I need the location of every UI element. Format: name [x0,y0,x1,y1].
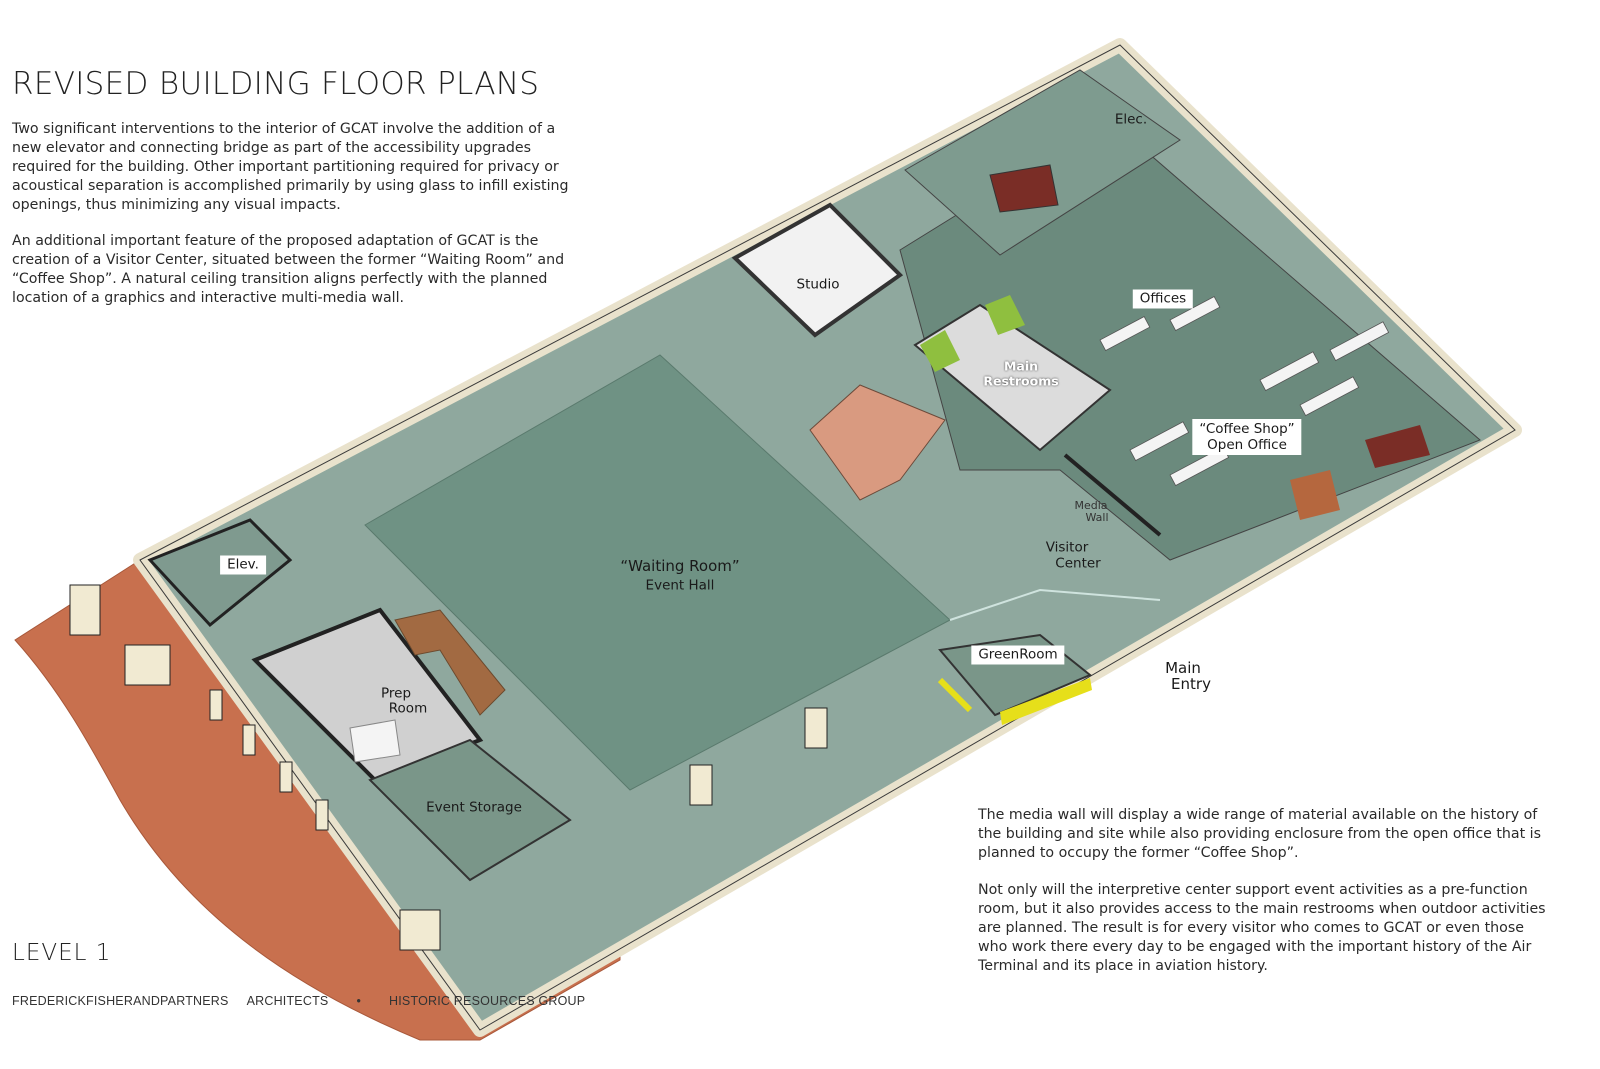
label-coffee-shop-line1: “Coffee Shop” [1199,421,1295,437]
label-media-wall-line2: Wall [1085,511,1109,524]
upper-offices [904,69,1181,256]
label-visitor-center-line1: Visitor [1045,539,1089,556]
firm-name: FREDERICKFISHERANDPARTNERS [12,994,229,1008]
credits-line: FREDERICKFISHERANDPARTNERS ARCHITECTS • … [12,994,585,1008]
event-storage-block [368,738,572,882]
label-media-wall-line1: Media [1074,499,1108,512]
label-green-room: GreenRoom [971,645,1065,665]
restrooms-block [913,303,1112,452]
label-waiting-room-line2: Event Hall [645,577,715,594]
credits-bullet: • [356,994,362,1008]
page-title: REVISED BUILDING FLOOR PLANS [12,66,540,102]
stair [809,384,946,501]
label-elec: Elec. [1114,111,1148,128]
label-prep-room-line1: Prep [380,685,412,702]
notes-paragraph-2: Not only will the interpretive center su… [978,882,1546,974]
label-restrooms-line2: Restrooms [983,373,1059,389]
intro-paragraph-1: Two significant interventions to the int… [12,121,569,213]
media-wall [1063,453,1162,537]
prep-room-block [251,607,484,783]
partner-name: HISTORIC RESOURCES GROUP [389,994,586,1008]
elevator-core [147,518,293,628]
label-studio: Studio [796,276,840,293]
label-visitor-center-line2: Center [1055,555,1101,572]
columns [69,584,828,951]
firm-role: ARCHITECTS [246,994,329,1008]
label-waiting-room-line1: “Waiting Room” [620,557,740,575]
label-elevator: Elev. [220,555,266,575]
intro-paragraph-2: An additional important feature of the p… [12,233,565,306]
label-coffee-shop-line2: Open Office [1207,437,1287,453]
studio-room [731,202,904,338]
label-main-entry-line2: Entry [1171,675,1211,693]
level-label: LEVEL 1 [12,940,112,966]
label-offices: Offices [1132,289,1194,309]
open-office-desks [1099,295,1390,487]
notes-paragraph-1: The media wall will display a wide range… [978,807,1542,861]
label-coffee-shop: “Coffee Shop” Open Office [1192,419,1302,455]
label-event-storage: Event Storage [426,799,522,816]
label-prep-room-line2: Room [388,700,428,717]
label-main-entry-line1: Main [1165,659,1201,677]
label-restrooms-line1: Main [1003,358,1039,374]
